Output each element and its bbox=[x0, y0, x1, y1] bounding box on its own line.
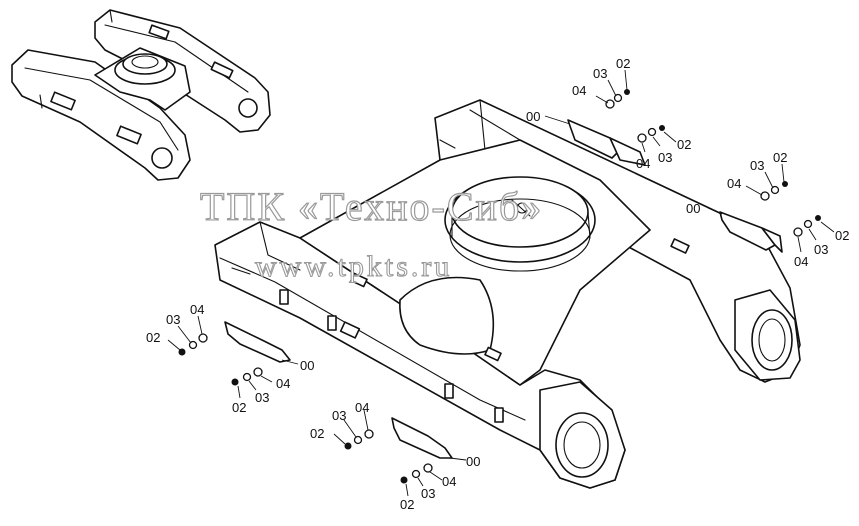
callout-part-02: 02 bbox=[677, 137, 691, 152]
callout-part-03: 03 bbox=[814, 242, 828, 257]
callout-part-04: 04 bbox=[276, 376, 290, 391]
bracket-group-bottom bbox=[391, 417, 467, 461]
callout-part-03: 03 bbox=[166, 312, 180, 327]
callout-part-00: 00 bbox=[526, 109, 540, 124]
fasteners-bottom-2 bbox=[400, 463, 443, 497]
bracket-group-top-right bbox=[544, 115, 646, 166]
fasteners-bottom-1 bbox=[333, 409, 374, 450]
callout-part-00: 00 bbox=[466, 454, 480, 469]
callout-part-00: 00 bbox=[300, 358, 314, 373]
watermark-url: www.tpkts.ru bbox=[255, 250, 452, 283]
callout-part-03: 03 bbox=[593, 66, 607, 81]
callout-part-02: 02 bbox=[400, 497, 414, 512]
callout-labels: 02 03 04 00 02 03 04 02 03 04 00 02 03 0… bbox=[146, 56, 849, 512]
fasteners-mid-right-2 bbox=[793, 215, 835, 253]
callout-part-04: 04 bbox=[572, 83, 586, 98]
main-frame bbox=[214, 99, 801, 489]
callout-part-04: 04 bbox=[190, 302, 204, 317]
callout-part-02: 02 bbox=[616, 56, 630, 71]
fasteners-left-1 bbox=[167, 315, 208, 356]
undercarriage-thumbnail bbox=[11, 9, 271, 181]
callout-part-04: 04 bbox=[727, 176, 741, 191]
callout-part-04: 04 bbox=[636, 156, 650, 171]
callout-part-04: 04 bbox=[355, 400, 369, 415]
bracket-group-left bbox=[224, 321, 299, 365]
bracket-group-mid-right bbox=[707, 207, 783, 253]
callout-part-04: 04 bbox=[794, 254, 808, 269]
fasteners-left-2 bbox=[231, 367, 273, 399]
fasteners-mid-right-1 bbox=[745, 163, 788, 201]
callout-part-02: 02 bbox=[232, 400, 246, 415]
callout-part-02: 02 bbox=[835, 228, 849, 243]
callout-part-02: 02 bbox=[773, 150, 787, 165]
callout-part-02: 02 bbox=[310, 426, 324, 441]
callout-part-03: 03 bbox=[255, 390, 269, 405]
watermark-company: ТПК «Техно-Сиб» bbox=[200, 184, 543, 229]
callout-part-04: 04 bbox=[442, 474, 456, 489]
callout-part-03: 03 bbox=[658, 150, 672, 165]
callout-part-03: 03 bbox=[332, 408, 346, 423]
fasteners-top-right-2 bbox=[637, 125, 677, 153]
callout-part-00: 00 bbox=[686, 201, 700, 216]
callout-part-03: 03 bbox=[750, 158, 764, 173]
callout-part-02: 02 bbox=[146, 330, 160, 345]
fasteners-top-right-1 bbox=[595, 69, 630, 109]
callout-part-03: 03 bbox=[421, 486, 435, 501]
